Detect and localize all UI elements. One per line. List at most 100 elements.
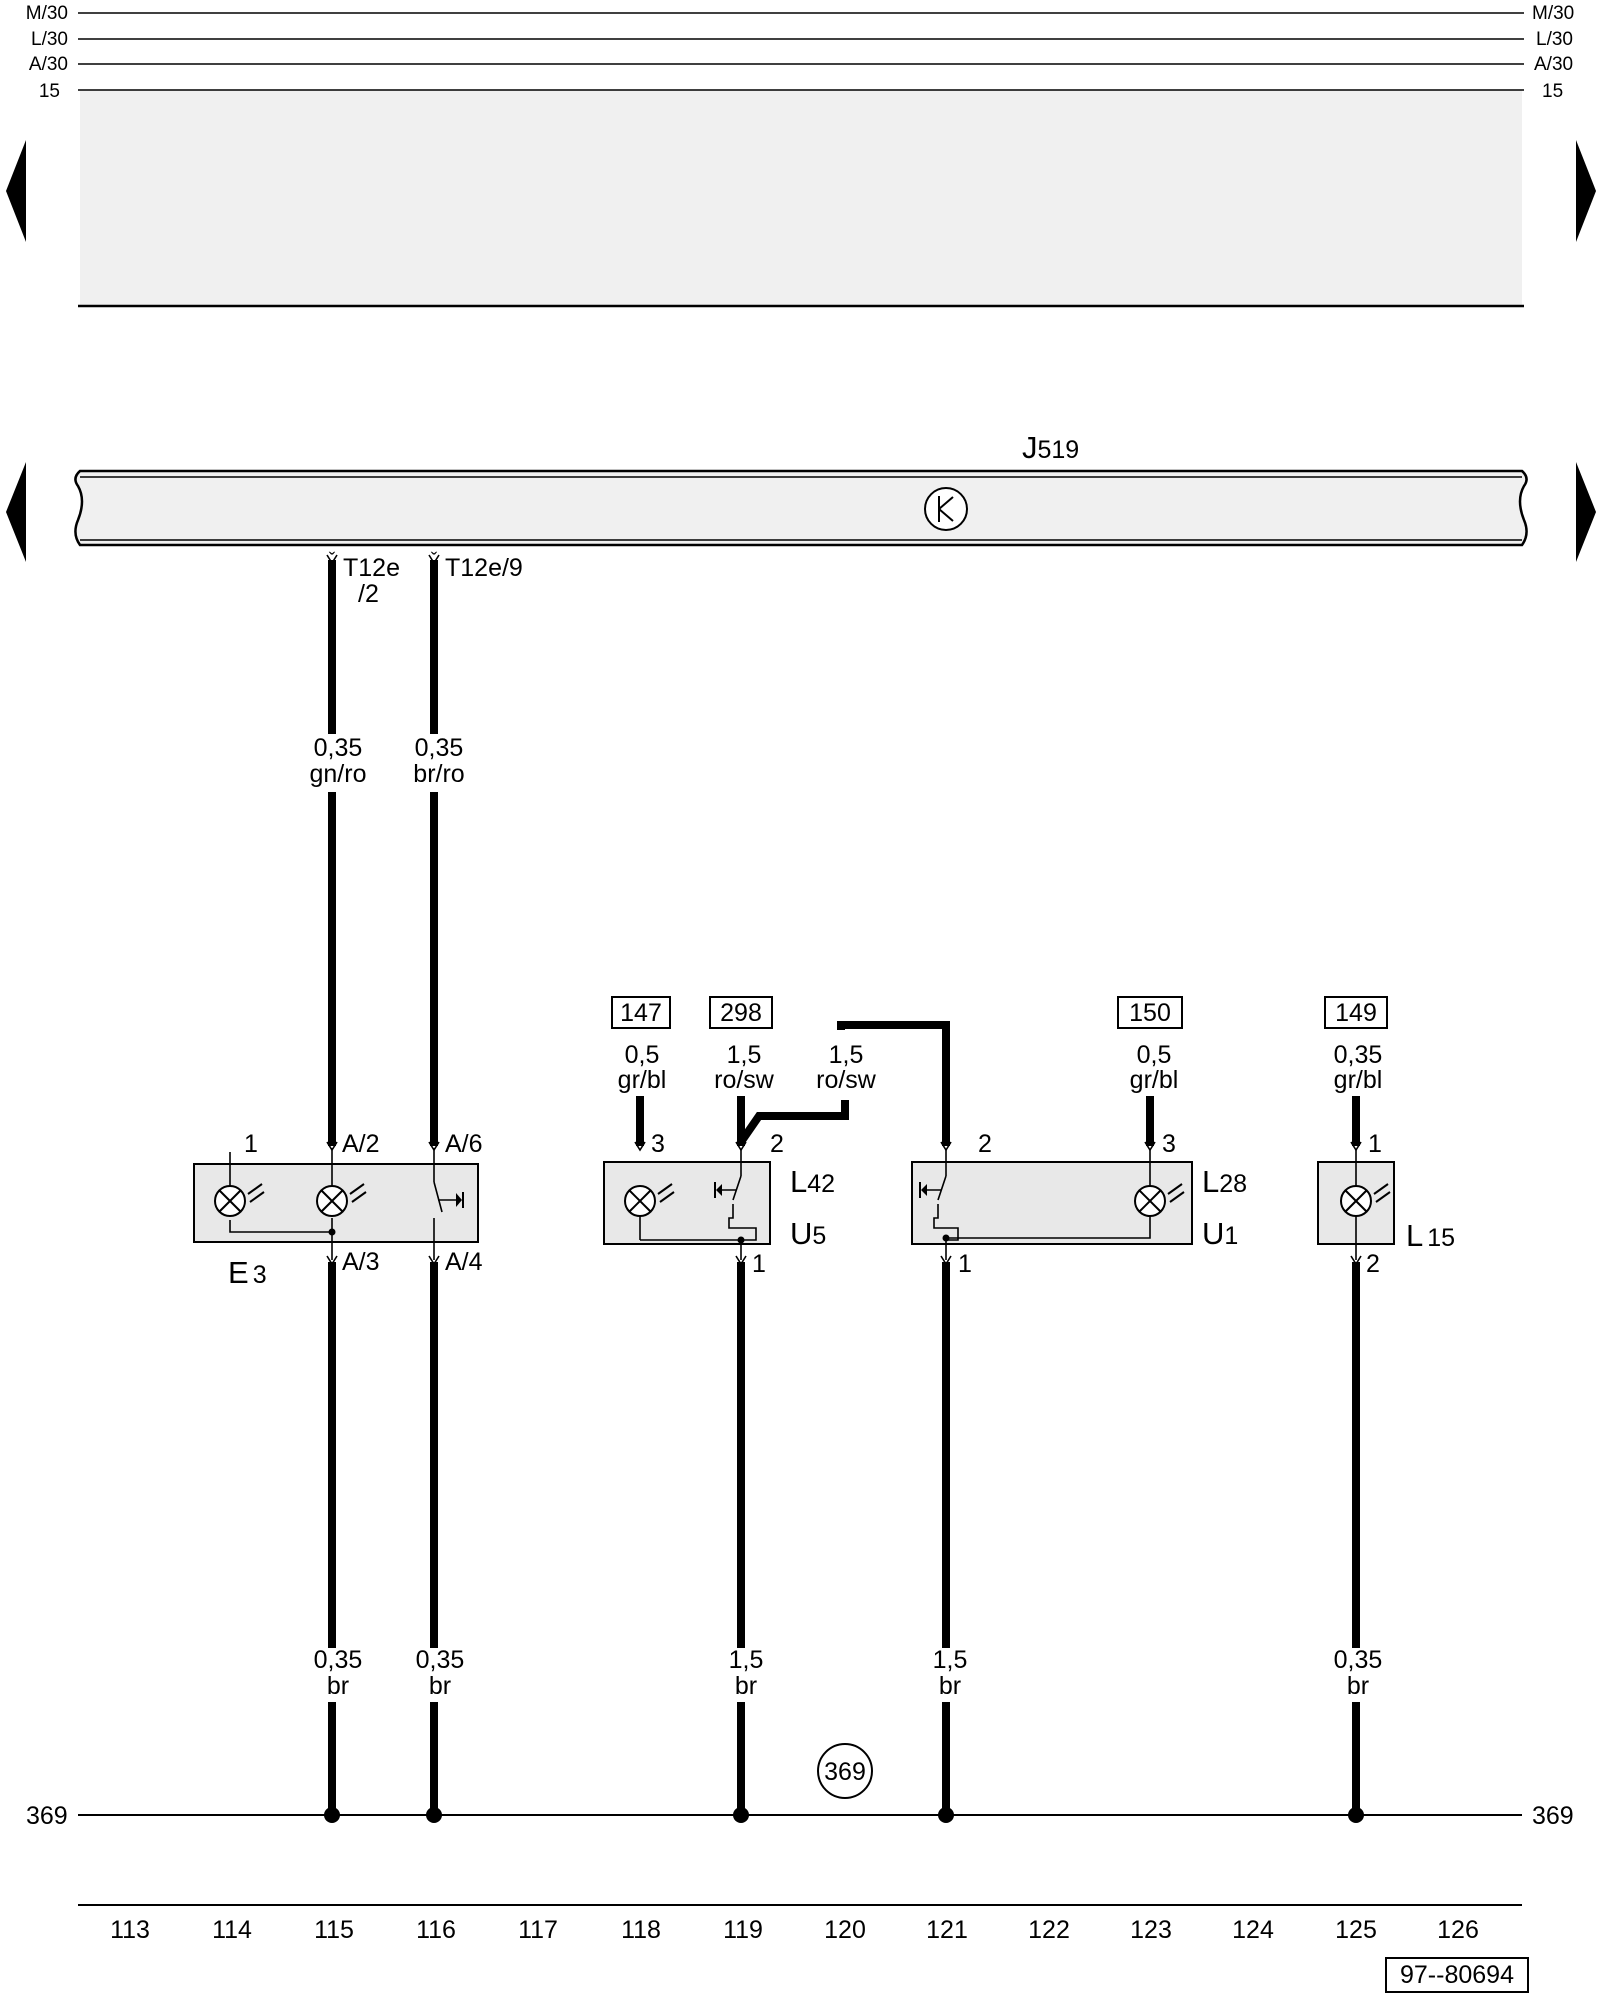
wire-color-120: ro/sw bbox=[816, 1066, 877, 1094]
l42-label: L42 bbox=[790, 1164, 835, 1199]
l42-pin-3: 3 bbox=[651, 1130, 665, 1158]
rail-label-15-right: 15 bbox=[1542, 81, 1563, 102]
column-number: 119 bbox=[723, 1916, 763, 1944]
column-number: 126 bbox=[1437, 1916, 1479, 1944]
wire-size-116-bottom: 0,35 bbox=[416, 1646, 465, 1674]
e3-pin-a4: A/4 bbox=[445, 1248, 483, 1276]
ref-box-150: 150 bbox=[1129, 999, 1171, 1027]
column-number: 113 bbox=[110, 1916, 150, 1944]
e3-pin-a6: A/6 bbox=[445, 1130, 483, 1158]
wire-size-115: 0,35 bbox=[314, 734, 363, 762]
prev-page-arrow-icon-2[interactable] bbox=[6, 462, 26, 562]
l28-label: L28 bbox=[1202, 1164, 1247, 1199]
doc-ref: 97--80694 bbox=[1400, 1961, 1514, 1989]
rail-label-l30-right: L/30 bbox=[1536, 29, 1573, 50]
wire-size-118: 0,5 bbox=[625, 1041, 660, 1069]
wire-color-119-bottom: br bbox=[735, 1672, 757, 1700]
l28-pin-3: 3 bbox=[1162, 1130, 1176, 1158]
wire-lines bbox=[78, 560, 1522, 1823]
wire-labels: 0,35 gn/ro 0,35 br/ro 147 0,5 gr/bl 298 … bbox=[310, 734, 1388, 1700]
doc-ref-box bbox=[1385, 1957, 1529, 1993]
j519-label: J519 bbox=[1022, 430, 1079, 465]
component-l42: 3 2 1 L42 U5 bbox=[603, 1130, 835, 1278]
l42-pin-1: 1 bbox=[752, 1250, 766, 1278]
column-number: 124 bbox=[1232, 1916, 1274, 1944]
wire-color-125-bottom: br bbox=[1347, 1672, 1369, 1700]
e3-pin-a2: A/2 bbox=[342, 1130, 380, 1158]
pin-markers bbox=[326, 554, 1362, 1266]
lamp-icon bbox=[214, 1183, 265, 1217]
ground-rail: 369 369 369 bbox=[26, 1743, 1574, 1830]
wire-size-119: 1,5 bbox=[727, 1041, 762, 1069]
wire-color-116-bottom: br bbox=[429, 1672, 451, 1700]
column-number: 114 bbox=[212, 1916, 252, 1944]
wire-color-121-bottom: br bbox=[939, 1672, 961, 1700]
l28-pin-1: 1 bbox=[958, 1250, 972, 1278]
rail-label-a30-left: A/30 bbox=[29, 54, 68, 75]
wire-size-115-bottom: 0,35 bbox=[314, 1646, 363, 1674]
column-ruler: 113 114 115 116 117 118 119 120 121 122 … bbox=[78, 1904, 1522, 1944]
wire-color-116: br/ro bbox=[413, 760, 464, 788]
l42-pin-2: 2 bbox=[770, 1130, 784, 1158]
column-number: 117 bbox=[518, 1916, 558, 1944]
lamp-icon bbox=[1340, 1183, 1391, 1217]
connector-t12e-2: T12e bbox=[343, 554, 400, 582]
l15-pin-2: 2 bbox=[1366, 1250, 1380, 1278]
column-number: 125 bbox=[1335, 1916, 1377, 1944]
wire-size-120: 1,5 bbox=[829, 1041, 864, 1069]
wire-size-116: 0,35 bbox=[415, 734, 464, 762]
svg-text:ˇ: ˇ bbox=[329, 550, 336, 571]
ground-label-left: 369 bbox=[26, 1802, 68, 1830]
column-number: 123 bbox=[1130, 1916, 1172, 1944]
next-page-arrow-icon-2[interactable] bbox=[1576, 462, 1596, 562]
wire-color-123: gr/bl bbox=[1130, 1066, 1179, 1094]
column-number: 120 bbox=[824, 1916, 866, 1944]
prev-page-arrow-icon[interactable] bbox=[6, 140, 26, 242]
ground-point-circle bbox=[817, 1743, 873, 1799]
wire-size-125-bottom: 0,35 bbox=[1334, 1646, 1383, 1674]
u5-label: U5 bbox=[790, 1216, 826, 1251]
wire-size-125: 0,35 bbox=[1334, 1041, 1383, 1069]
wire-color-125: gr/bl bbox=[1334, 1066, 1383, 1094]
connector-t12e-9: T12e/9 bbox=[445, 554, 523, 582]
wire-color-118: gr/bl bbox=[618, 1066, 667, 1094]
wire-color-115-bottom: br bbox=[327, 1672, 349, 1700]
column-number: 116 bbox=[416, 1916, 456, 1944]
ground-label-right: 369 bbox=[1532, 1802, 1574, 1830]
ground-point-label: 369 bbox=[824, 1758, 866, 1786]
wire-color-115: gn/ro bbox=[310, 760, 367, 788]
column-number: 121 bbox=[926, 1916, 968, 1944]
l15-pin-1: 1 bbox=[1368, 1130, 1382, 1158]
connectors-j519: T12e /2 T12e/9 ˇ ˇ bbox=[329, 550, 523, 608]
rail-label-l30-left: L/30 bbox=[31, 29, 68, 50]
wire-size-119-bottom: 1,5 bbox=[729, 1646, 764, 1674]
connector-t12e-2-pin: /2 bbox=[358, 580, 379, 608]
ref-box-298: 298 bbox=[720, 999, 762, 1027]
l28-pin-2: 2 bbox=[978, 1130, 992, 1158]
e3-pin-a3: A/3 bbox=[342, 1248, 380, 1276]
column-number: 118 bbox=[621, 1916, 661, 1944]
rail-label-15-left: 15 bbox=[39, 81, 60, 102]
rail-label-a30-right: A/30 bbox=[1534, 54, 1573, 75]
rail-label-m30-right: M/30 bbox=[1532, 3, 1574, 24]
u1-label: U1 bbox=[1202, 1216, 1238, 1251]
ref-box-149: 149 bbox=[1335, 999, 1377, 1027]
next-page-arrow-icon[interactable] bbox=[1576, 140, 1596, 242]
wire-color-119: ro/sw bbox=[714, 1066, 775, 1094]
e3-pin-1: 1 bbox=[244, 1130, 258, 1158]
component-l28: 2 3 1 L28 U1 bbox=[911, 1130, 1247, 1278]
wire-size-123: 0,5 bbox=[1137, 1041, 1172, 1069]
ref-box-147: 147 bbox=[620, 999, 662, 1027]
column-number: 122 bbox=[1028, 1916, 1070, 1944]
wire-size-121-bottom: 1,5 bbox=[933, 1646, 968, 1674]
electronic-unit-icon bbox=[924, 487, 968, 531]
control-unit-j519: J519 bbox=[74, 430, 1528, 547]
supply-rails: M/30 L/30 A/30 15 M/30 L/30 A/30 15 bbox=[26, 3, 1574, 308]
svg-text:ˇ: ˇ bbox=[431, 550, 438, 571]
column-number: 115 bbox=[314, 1916, 354, 1944]
lamp-icon bbox=[1134, 1183, 1185, 1217]
